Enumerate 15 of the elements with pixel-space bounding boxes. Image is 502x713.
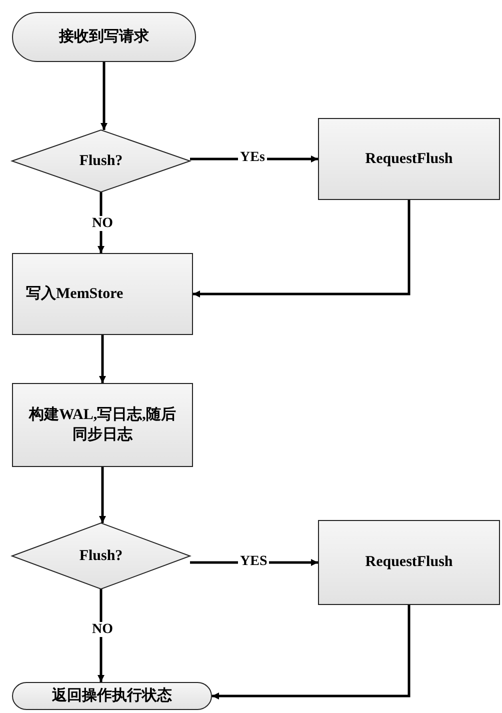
node-label: Flush? (79, 152, 123, 171)
arrow (100, 62, 108, 130)
arrow (99, 335, 106, 383)
node-label: RequestFlush (365, 553, 453, 572)
node-label: 构建WAL,写日志,随后同步日志 (28, 405, 177, 445)
arrow (193, 200, 410, 298)
arrow (212, 605, 410, 700)
node-label: 接收到写请求 (59, 27, 149, 47)
node-label: 返回操作执行状态 (52, 686, 172, 706)
node-label: RequestFlush (365, 150, 453, 169)
node-label: 写入MemStore (26, 284, 124, 304)
arrow (99, 467, 106, 523)
node-label: Flush? (79, 546, 123, 566)
edge-label: NO (90, 216, 115, 232)
edge-label: NO (90, 622, 115, 638)
